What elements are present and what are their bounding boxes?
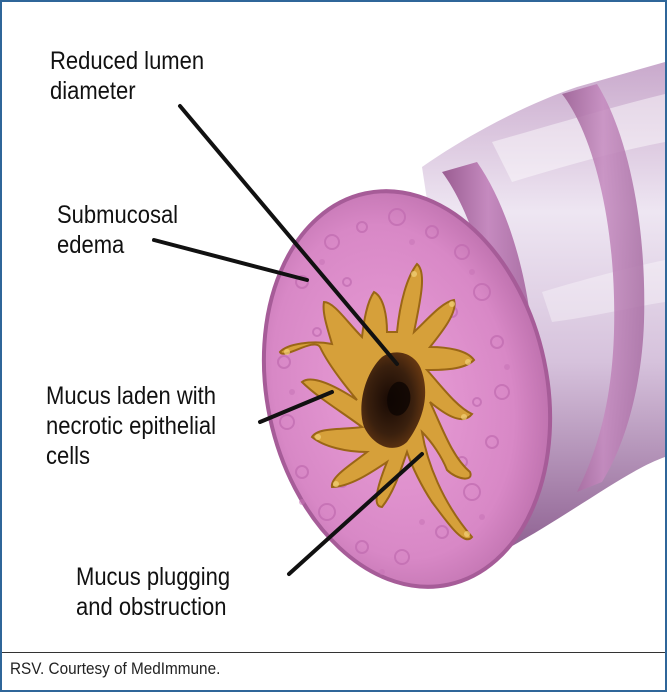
label-mucus-laden-line-1: Mucus laden with (46, 381, 216, 411)
figure-caption: RSV. Courtesy of MedImmune. (10, 658, 220, 680)
label-mucus-plugging: Mucus plugging and obstruction (76, 562, 230, 622)
label-mucus-plugging-line-1: Mucus plugging (76, 562, 230, 592)
label-reduced-lumen: Reduced lumen diameter (50, 46, 204, 106)
label-submucosal-edema-line-2: edema (57, 230, 178, 260)
label-mucus-laden-line-2: necrotic epithelial (46, 411, 216, 441)
label-mucus-plugging-line-2: and obstruction (76, 592, 230, 622)
label-mucus-laden-line-3: cells (46, 441, 216, 471)
label-submucosal-edema-line-1: Submucosal (57, 200, 178, 230)
label-reduced-lumen-line-1: Reduced lumen (50, 46, 204, 76)
label-reduced-lumen-line-2: diameter (50, 76, 204, 106)
label-submucosal-edema: Submucosal edema (57, 200, 178, 260)
label-mucus-laden: Mucus laden with necrotic epithelial cel… (46, 381, 216, 471)
caption-divider (2, 652, 665, 653)
